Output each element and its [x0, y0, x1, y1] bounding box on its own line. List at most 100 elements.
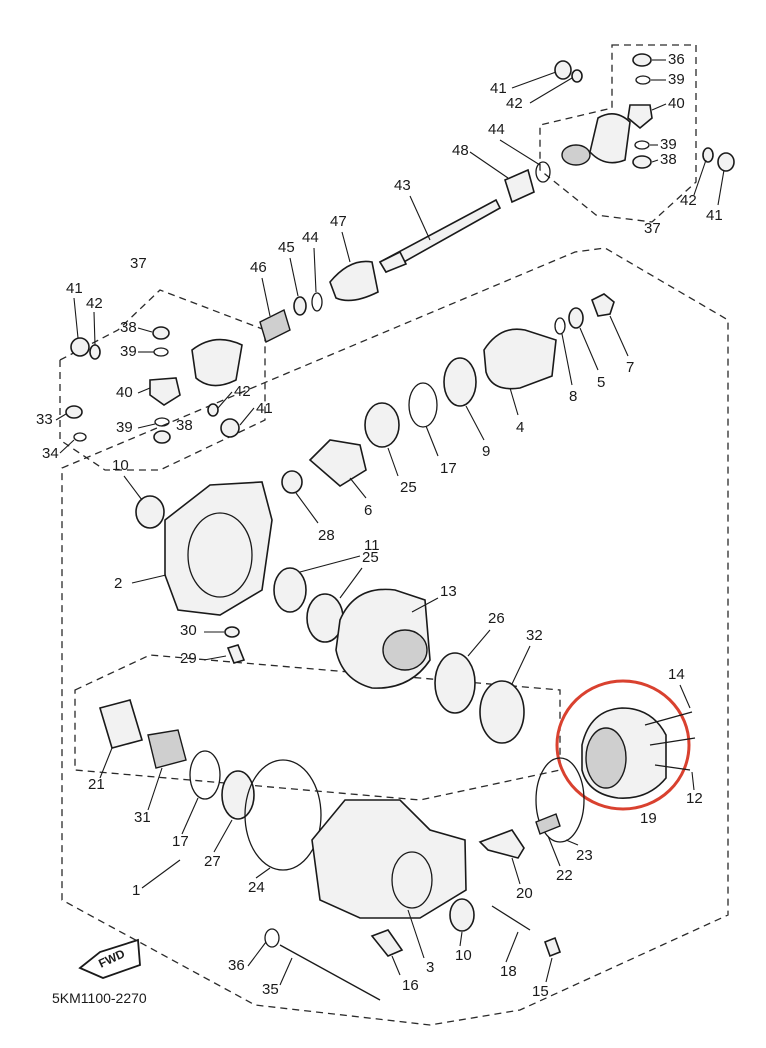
leader-line-c17a — [425, 425, 439, 457]
callout-label-5: 5 — [597, 374, 605, 391]
washer-5 — [568, 307, 584, 329]
circlip-17-lower — [189, 750, 221, 800]
leader-line-c22 — [547, 835, 561, 867]
callout-label-22: 22 — [556, 867, 573, 884]
callout-label-41: 41 — [706, 207, 723, 224]
shaft-spline-43 — [378, 250, 408, 273]
leader-line-c46 — [261, 277, 271, 317]
seal-36-lower — [264, 928, 280, 948]
callout-label-8: 8 — [569, 388, 577, 405]
boot-47 — [329, 260, 379, 302]
callout-label-42: 42 — [506, 95, 523, 112]
leader-line-c9 — [465, 405, 485, 441]
leader-line-c35 — [279, 957, 293, 986]
callout-label-39: 39 — [668, 71, 685, 88]
bearing-cup-36 — [632, 53, 652, 67]
callout-label-44: 44 — [488, 121, 505, 138]
leader-line-c5 — [579, 327, 599, 371]
callout-label-24: 24 — [248, 879, 265, 896]
leader-line-c10a — [123, 475, 143, 501]
callout-label-42: 42 — [680, 192, 697, 209]
circlip-42-right — [702, 147, 714, 163]
leader-line-c13 — [411, 597, 439, 613]
callout-label-32: 32 — [526, 627, 543, 644]
callout-label-48: 48 — [452, 142, 469, 159]
leader-line-c43 — [409, 195, 431, 241]
leader-line-c8 — [561, 333, 573, 386]
callout-label-41: 41 — [256, 400, 273, 417]
seal-39-upper — [635, 75, 651, 85]
fwd-arrow-icon — [78, 938, 141, 979]
callout-label-9: 9 — [482, 443, 490, 460]
leader-line-c23 — [565, 839, 579, 846]
callout-label-6: 6 — [364, 502, 372, 519]
leader-line-c42a — [529, 77, 573, 104]
callout-label-2: 2 — [114, 575, 122, 592]
leader-line-c48 — [469, 151, 509, 179]
drive-shaft-assembly — [259, 198, 502, 343]
leader-line-c44b — [313, 247, 317, 293]
leader-line-c26 — [467, 629, 491, 657]
leader-line-c40b — [137, 387, 151, 394]
callout-label-3: 3 — [426, 959, 434, 976]
bearing-cup-41-right — [717, 152, 735, 172]
callout-label-17: 17 — [440, 460, 457, 477]
leader-line-c28 — [295, 492, 319, 524]
callout-label-40: 40 — [116, 384, 133, 401]
o-ring-24 — [244, 759, 322, 871]
stud-14-lower — [649, 737, 696, 746]
callout-label-12: 12 — [686, 790, 703, 807]
callout-label-16: 16 — [402, 977, 419, 994]
callout-label-4: 4 — [516, 419, 524, 436]
callout-label-13: 13 — [440, 583, 457, 600]
upper-joint-group-outline — [539, 44, 697, 223]
gasket-34 — [73, 432, 87, 442]
leader-line-c24 — [255, 867, 271, 879]
bolt-16 — [370, 929, 404, 957]
left-universal-joint — [65, 326, 243, 444]
callout-label-47: 47 — [330, 213, 347, 230]
spring-46 — [259, 309, 291, 343]
leader-line-c6 — [349, 477, 367, 499]
callout-label-34: 34 — [42, 445, 59, 462]
callout-label-29: 29 — [180, 650, 197, 667]
bearing-cup-41-left — [70, 337, 90, 357]
shaft-18 — [491, 905, 531, 931]
leader-line-c32 — [511, 645, 531, 685]
leader-line-c7 — [609, 315, 629, 357]
callout-label-38: 38 — [176, 417, 193, 434]
housing-2 — [164, 481, 273, 616]
leader-line-c29 — [203, 655, 227, 661]
oil-seal-10-upper — [135, 495, 165, 529]
coupling-48 — [504, 168, 535, 204]
leader-line-c10b — [459, 931, 463, 947]
bearing-28 — [281, 470, 303, 494]
leader-line-c42d — [217, 391, 233, 409]
callout-label-20: 20 — [516, 885, 533, 902]
leader-line-c41a — [511, 71, 557, 89]
callout-label-39: 39 — [660, 136, 677, 153]
stud-12 — [654, 764, 691, 771]
pinion-assembly — [281, 293, 615, 494]
leader-line-c42b — [693, 159, 707, 196]
leader-line-c11 — [299, 555, 361, 573]
callout-label-43: 43 — [394, 177, 411, 194]
housing-3-bore — [391, 851, 433, 909]
leader-line-c18 — [505, 931, 519, 963]
callout-label-27: 27 — [204, 853, 221, 870]
group-outlines — [59, 44, 729, 1026]
callout-label-38: 38 — [120, 319, 137, 336]
leader-line-c25a — [387, 447, 399, 477]
bearing-cup-38-left — [152, 326, 170, 340]
leader-line-c3 — [407, 909, 425, 959]
callout-label-25: 25 — [400, 479, 417, 496]
seal-39-left-lower — [154, 417, 170, 427]
washer-30 — [224, 626, 240, 638]
callout-label-11: 11 — [364, 537, 380, 554]
spider-40-left — [149, 377, 181, 406]
callout-label-15: 15 — [532, 983, 549, 1000]
callout-label-31: 31 — [134, 809, 151, 826]
stud-14-upper — [644, 711, 693, 726]
leader-line-c12 — [691, 771, 695, 791]
circlip-42-left — [89, 344, 101, 360]
